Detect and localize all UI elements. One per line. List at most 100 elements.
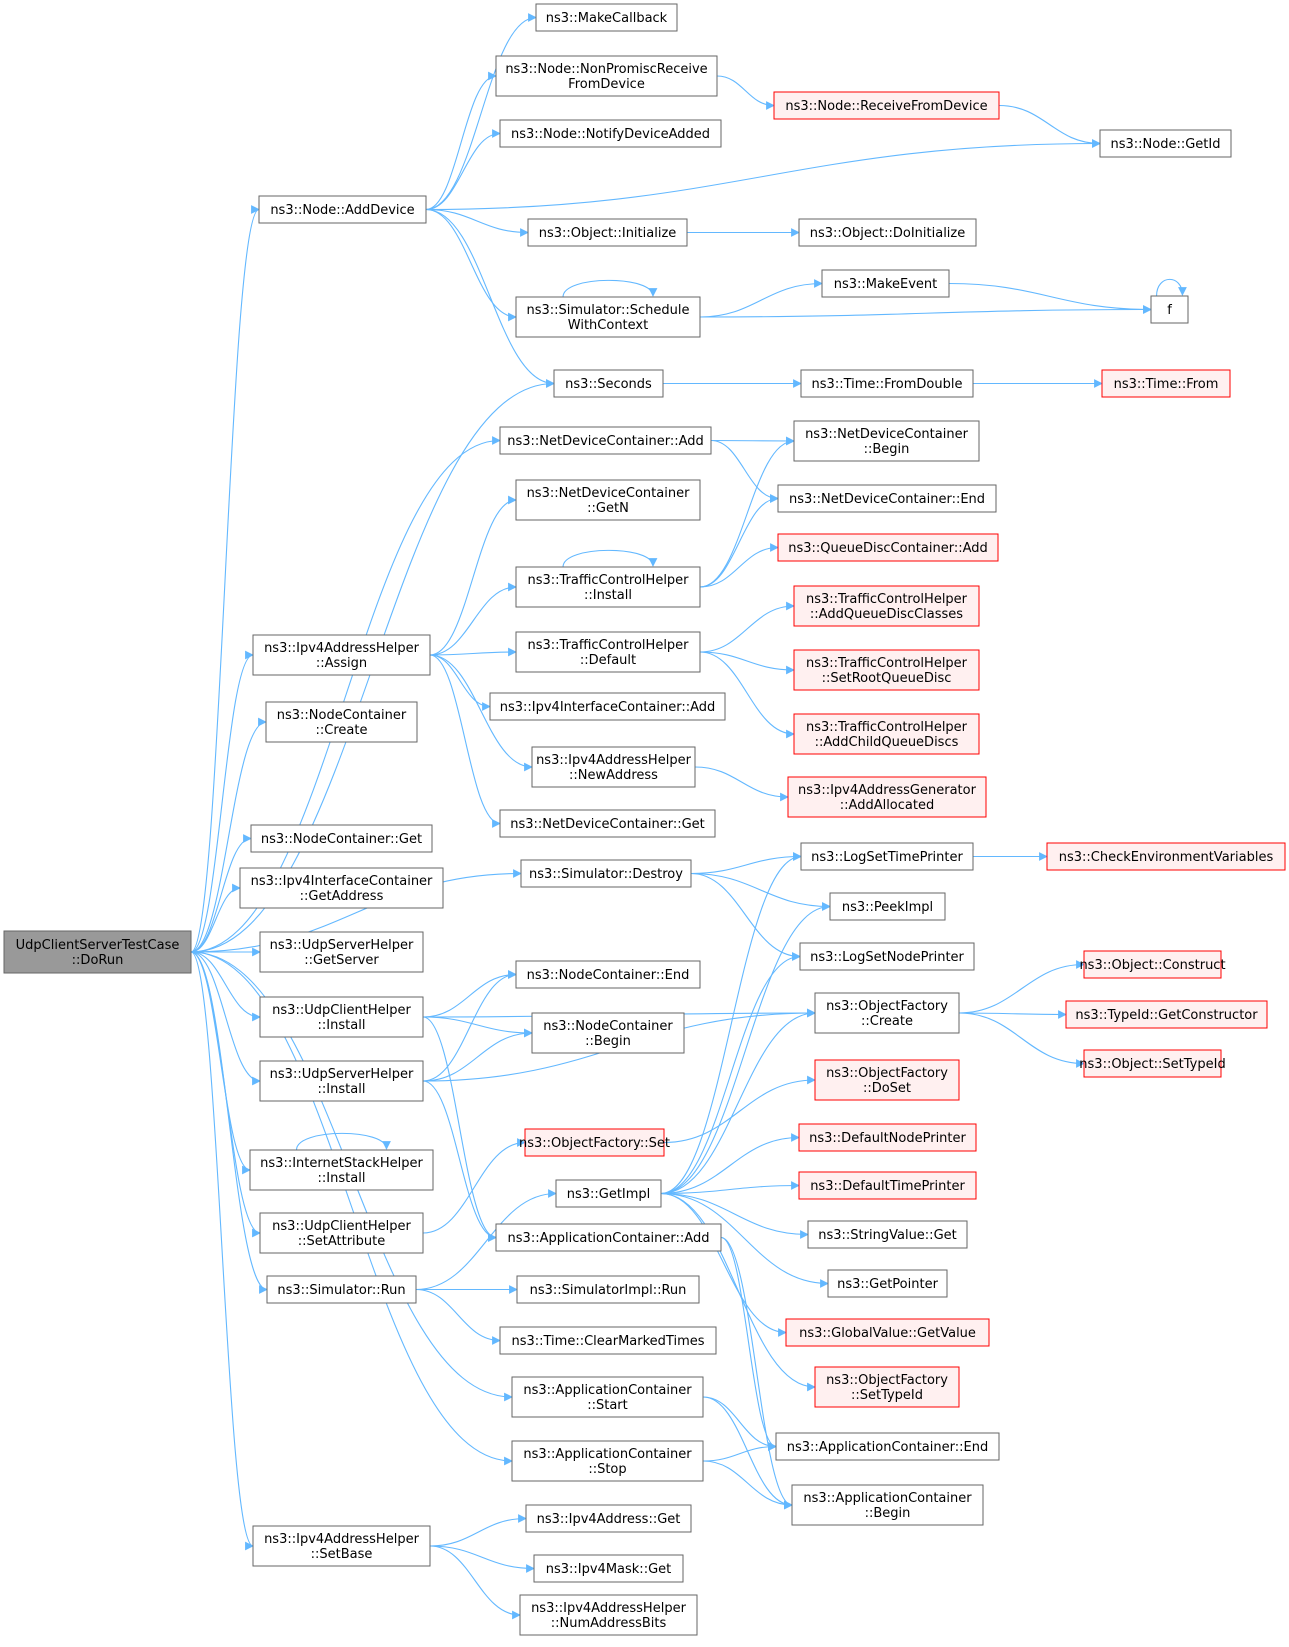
graph-node-peekimpl[interactable]: ns3::PeekImpl	[829, 892, 946, 921]
graph-node-ofcreate[interactable]: ns3::ObjectFactory::Create	[814, 992, 960, 1034]
call-edge-tchdefault-to-tchaddchild	[699, 651, 795, 739]
node-box	[252, 1525, 431, 1567]
graph-node-ipv4addralloc[interactable]: ns3::Ipv4AddressGenerator::AddAllocated	[787, 776, 987, 818]
graph-node-fromdouble[interactable]: ns3::Time::FromDouble	[800, 369, 974, 398]
graph-node-tchaddqdc[interactable]: ns3::TrafficControlHelper::AddQueueDiscC…	[793, 585, 980, 627]
node-label-line: ns3::DefaultNodePrinter	[809, 1131, 966, 1146]
graph-node-ncget[interactable]: ns3::NodeContainer::Get	[250, 824, 433, 853]
graph-node-tchsetroot[interactable]: ns3::TrafficControlHelper::SetRootQueueD…	[793, 649, 980, 691]
graph-node-ipv4ahnumbits[interactable]: ns3::Ipv4AddressHelper::NumAddressBits	[519, 1594, 698, 1636]
graph-node-gvgetvalue[interactable]: ns3::GlobalValue::GetValue	[785, 1318, 990, 1347]
graph-node-ipv4addrget[interactable]: ns3::Ipv4Address::Get	[525, 1504, 692, 1533]
node-label-line: ns3::Node::ReceiveFromDevice	[785, 99, 987, 114]
call-edge-ipv4assign-to-tchdefault	[429, 647, 517, 657]
graph-node-typeidgetctor[interactable]: ns3::TypeId::GetConstructor	[1065, 1000, 1268, 1029]
graph-node-getimpl[interactable]: ns3::GetImpl	[555, 1179, 662, 1208]
graph-node-objsettypeid[interactable]: ns3::Object::SetTypeId	[1079, 1049, 1226, 1078]
graph-node-deftimeprinter[interactable]: ns3::DefaultTimePrinter	[798, 1171, 977, 1200]
graph-node-timeclear[interactable]: ns3::Time::ClearMarkedTimes	[499, 1326, 717, 1355]
graph-node-seconds[interactable]: ns3::Seconds	[553, 369, 664, 398]
call-edge-ipv4assign-to-ndcgetn	[429, 495, 517, 656]
call-edge-ipv4assign-to-ipv4newaddr	[429, 654, 533, 772]
call-edge-ipv4assign-to-tchinstall	[429, 582, 517, 656]
node-box	[1101, 369, 1231, 398]
graph-node-appcend[interactable]: ns3::ApplicationContainer::End	[775, 1432, 1000, 1461]
graph-node-ndcadd[interactable]: ns3::NetDeviceContainer::Add	[499, 426, 712, 455]
graph-node-makecallback[interactable]: ns3::MakeCallback	[535, 3, 678, 32]
graph-node-getid[interactable]: ns3::Node::GetId	[1099, 129, 1232, 158]
node-label-line: ns3::NodeContainer::Get	[261, 832, 422, 847]
graph-node-appcstart[interactable]: ns3::ApplicationContainer::Start	[511, 1376, 704, 1418]
graph-node-tchdefault[interactable]: ns3::TrafficControlHelper::Default	[515, 631, 701, 673]
graph-node-logsetnode[interactable]: ns3::LogSetNodePrinter	[799, 942, 975, 971]
graph-node-objinit[interactable]: ns3::Object::Initialize	[527, 218, 688, 247]
graph-node-adddevice[interactable]: ns3::Node::AddDevice	[258, 195, 427, 224]
node-box	[775, 1432, 1000, 1461]
call-edge-appcadd-to-appcbegin	[720, 1236, 793, 1510]
node-box	[266, 1275, 417, 1304]
graph-node-ncend[interactable]: ns3::NodeContainer::End	[515, 960, 701, 989]
graph-node-ipv4newaddr[interactable]: ns3::Ipv4AddressHelper::NewAddress	[531, 746, 696, 788]
graph-node-stringvalueget[interactable]: ns3::StringValue::Get	[807, 1220, 968, 1249]
graph-node-receivefromdevice[interactable]: ns3::Node::ReceiveFromDevice	[773, 91, 1000, 120]
node-box	[1099, 129, 1232, 158]
graph-node-ndcget[interactable]: ns3::NetDeviceContainer::Get	[499, 809, 716, 838]
graph-node-ipv4maskget[interactable]: ns3::Ipv4Mask::Get	[533, 1554, 684, 1583]
graph-node-ofsettypeid[interactable]: ns3::ObjectFactory::SetTypeId	[814, 1366, 960, 1408]
node-box	[525, 1504, 692, 1533]
graph-node-ofset[interactable]: ns3::ObjectFactory::Set	[519, 1128, 670, 1157]
graph-node-tchinstall[interactable]: ns3::TrafficControlHelper::Install	[515, 566, 701, 608]
node-box	[519, 1594, 698, 1636]
graph-node-objconstruct[interactable]: ns3::Object::Construct	[1079, 950, 1226, 979]
graph-node-simdestroy[interactable]: ns3::Simulator::Destroy	[520, 859, 692, 888]
graph-node-tchaddchild[interactable]: ns3::TrafficControlHelper::AddChildQueue…	[793, 713, 980, 755]
graph-node-ncbegin[interactable]: ns3::NodeContainer::Begin	[531, 1012, 685, 1054]
graph-node-nccreate[interactable]: ns3::NodeContainer::Create	[265, 701, 418, 743]
graph-node-ndcbegin[interactable]: ns3::NetDeviceContainer::Begin	[793, 420, 980, 462]
graph-node-checkenv[interactable]: ns3::CheckEnvironmentVariables	[1046, 842, 1286, 871]
graph-node-appcadd[interactable]: ns3::ApplicationContainer::Add	[495, 1223, 722, 1252]
graph-node-udpshinstall[interactable]: ns3::UdpServerHelper::Install	[259, 1060, 424, 1102]
node-box	[499, 426, 712, 455]
graph-node-root[interactable]: UdpClientServerTestCase::DoRun	[3, 930, 192, 974]
node-label-line: ns3::Ipv4Mask::Get	[546, 1562, 672, 1577]
node-box	[515, 631, 701, 673]
node-label-line: ::GetN	[587, 501, 629, 516]
graph-node-ipv4icgetaddr[interactable]: ns3::Ipv4InterfaceContainer::GetAddress	[239, 867, 444, 909]
node-box	[515, 960, 701, 989]
graph-node-f[interactable]: f	[1150, 295, 1189, 324]
graph-node-appcstop[interactable]: ns3::ApplicationContainer::Stop	[511, 1440, 704, 1482]
graph-node-defnodeprinter[interactable]: ns3::DefaultNodePrinter	[798, 1123, 977, 1152]
graph-node-notifydevice[interactable]: ns3::Node::NotifyDeviceAdded	[499, 119, 722, 148]
call-edge-tchinstall-to-ndcbegin	[699, 436, 795, 588]
graph-node-udpchsetattr[interactable]: ns3::UdpClientHelper::SetAttribute	[259, 1212, 424, 1254]
graph-node-ishinstall[interactable]: ns3::InternetStackHelper::Install	[249, 1149, 434, 1191]
node-box	[1150, 295, 1189, 324]
call-edge-root-to-nccreate	[190, 717, 267, 953]
call-edge-getimpl-to-defnodeprinter	[660, 1133, 800, 1195]
graph-node-logsettime[interactable]: ns3::LogSetTimePrinter	[800, 842, 974, 871]
graph-node-simrun[interactable]: ns3::Simulator::Run	[266, 1275, 417, 1304]
graph-node-ndcend[interactable]: ns3::NetDeviceContainer::End	[777, 484, 997, 513]
graph-node-qdcadd[interactable]: ns3::QueueDiscContainer::Add	[777, 533, 999, 562]
call-edge-tchinstall-to-tchinstall	[562, 549, 658, 568]
graph-node-makeevent[interactable]: ns3::MakeEvent	[821, 269, 950, 298]
graph-node-udpchinstall[interactable]: ns3::UdpClientHelper::Install	[259, 996, 424, 1038]
graph-node-appcbegin[interactable]: ns3::ApplicationContainer::Begin	[791, 1484, 984, 1526]
graph-node-ndcgetn[interactable]: ns3::NetDeviceContainer::GetN	[515, 479, 701, 521]
graph-node-ipv4assign[interactable]: ns3::Ipv4AddressHelper::Assign	[252, 634, 431, 676]
graph-node-objdoinit[interactable]: ns3::Object::DoInitialize	[798, 218, 977, 247]
graph-node-ipv4ahsetbase[interactable]: ns3::Ipv4AddressHelper::SetBase	[252, 1525, 431, 1567]
node-label-line: ns3::Time::ClearMarkedTimes	[511, 1334, 704, 1349]
node-box	[535, 3, 678, 32]
graph-node-ipv4icadd[interactable]: ns3::Ipv4InterfaceContainer::Add	[489, 692, 726, 721]
graph-node-ofdoset[interactable]: ns3::ObjectFactory::DoSet	[814, 1059, 960, 1101]
graph-node-timefrom[interactable]: ns3::Time::From	[1101, 369, 1231, 398]
graph-node-simimplrun[interactable]: ns3::SimulatorImpl::Run	[516, 1275, 700, 1304]
node-box	[265, 701, 418, 743]
graph-node-udpshgetserver[interactable]: ns3::UdpServerHelper::GetServer	[259, 931, 424, 973]
call-edge-simdestroy-to-peekimpl	[690, 872, 831, 911]
graph-node-getpointer[interactable]: ns3::GetPointer	[827, 1269, 948, 1298]
